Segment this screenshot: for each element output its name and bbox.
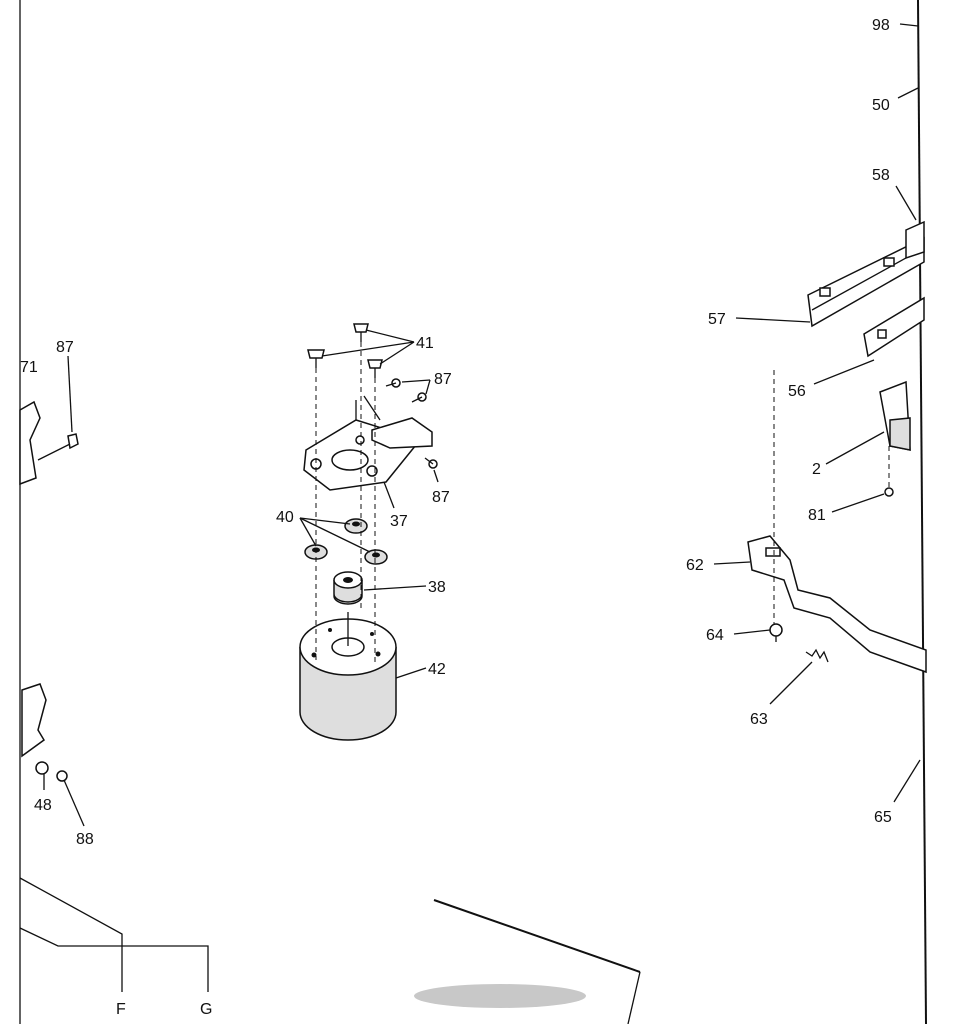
scan-artifact (414, 899, 641, 1024)
label-42: 42 (428, 661, 446, 678)
part-58 (905, 220, 925, 260)
screws-87-center (385, 378, 438, 469)
label-62: 62 (686, 557, 704, 574)
clip-2 (879, 380, 911, 451)
label-87-left: 87 (56, 339, 74, 356)
right-border-line (917, 0, 927, 1024)
label-81: 81 (808, 507, 826, 524)
label-88: 88 (76, 831, 94, 848)
label-40: 40 (276, 509, 294, 526)
screw-88 (56, 770, 85, 827)
label-F: F (116, 1001, 126, 1018)
label-98: 98 (872, 17, 890, 34)
leaders-right (713, 23, 921, 803)
routing-lines (19, 877, 209, 992)
label-48: 48 (34, 797, 52, 814)
part-71 (19, 400, 41, 486)
label-50: 50 (872, 97, 890, 114)
pulley-38 (333, 571, 363, 605)
label-57: 57 (708, 311, 726, 328)
leaders-center (299, 329, 439, 679)
mounting-bracket-37 (303, 395, 433, 491)
label-37: 37 (390, 513, 408, 530)
motor-42 (299, 612, 397, 741)
part-left-lower (21, 683, 47, 758)
screw-87-left (37, 355, 79, 461)
bracket-62 (747, 535, 927, 674)
label-65: 65 (874, 809, 892, 826)
spring-63 (805, 648, 829, 663)
bracket-56 (863, 296, 925, 358)
label-71: 71 (20, 359, 38, 376)
label-G: G (200, 1001, 212, 1018)
label-2: 2 (812, 461, 821, 478)
fastener-64 (769, 623, 783, 642)
washer-48 (35, 761, 49, 790)
label-41: 41 (416, 335, 434, 352)
screws-41 (307, 323, 383, 378)
label-64: 64 (706, 627, 724, 644)
label-38: 38 (428, 579, 446, 596)
label-63: 63 (750, 711, 768, 728)
label-56: 56 (788, 383, 806, 400)
label-87-bracket: 87 (432, 489, 450, 506)
label-87-top: 87 (434, 371, 452, 388)
label-58: 58 (872, 167, 890, 184)
screw-81 (884, 446, 894, 497)
